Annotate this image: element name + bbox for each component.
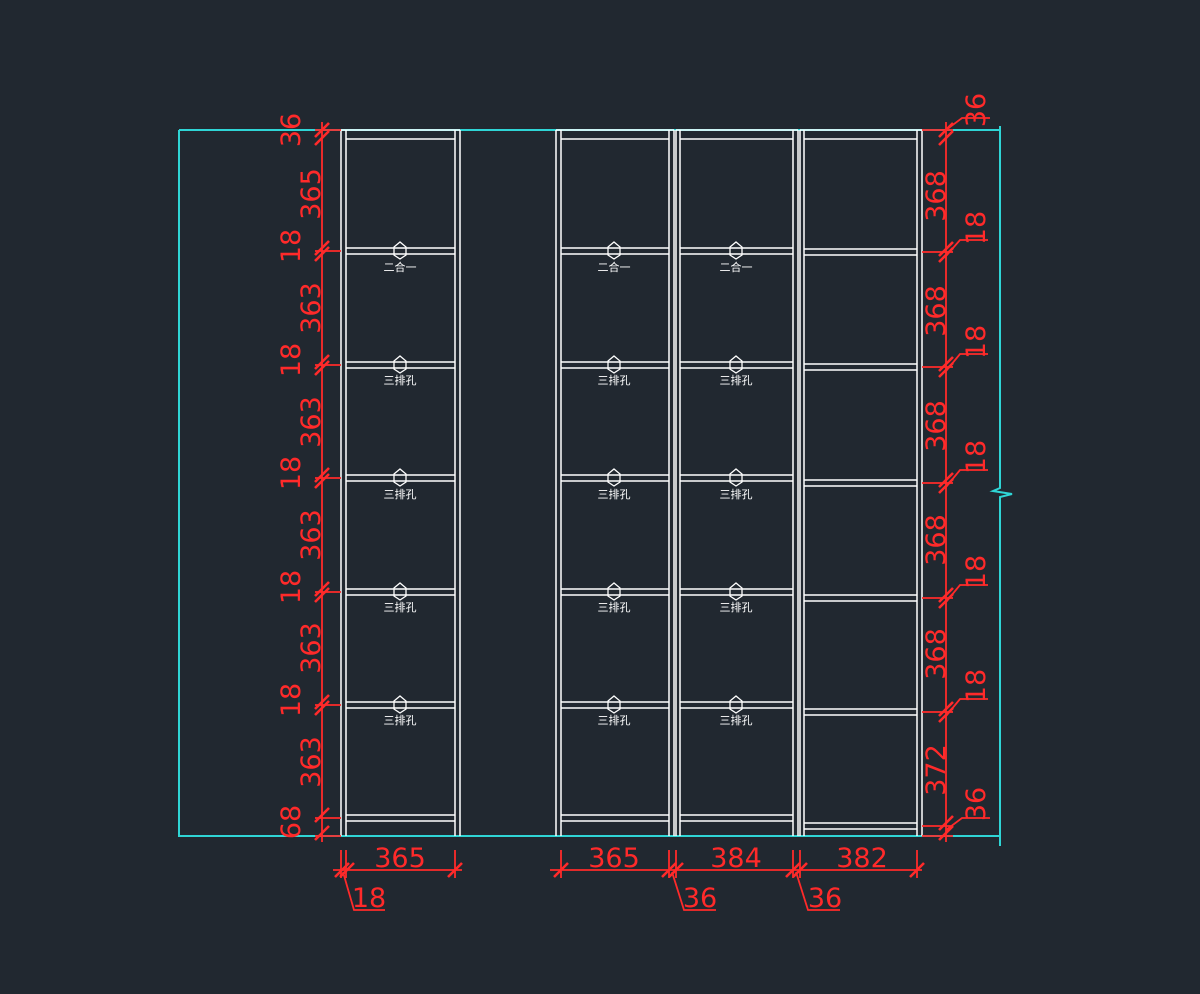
dim-width-cabinet-1: 365	[374, 843, 426, 874]
dim-right-bay: 368	[921, 170, 952, 222]
dim-right-bay: 368	[921, 400, 952, 452]
dim-left-shelf: 18	[276, 570, 307, 604]
cabinet-2	[555, 129, 675, 836]
note-three-row-hole: 三排孔	[720, 713, 753, 727]
note-three-row-hole: 三排孔	[384, 487, 417, 501]
dim-left-bay: 363	[296, 509, 327, 561]
dim-double-panel: 36	[808, 883, 842, 914]
right-dimension-labels: 36 368 18 368 18 368 18 368 18 368 18 37…	[921, 93, 992, 821]
dim-right-shelf: 18	[961, 555, 992, 589]
dim-left-bay: 363	[296, 736, 327, 788]
dim-left-bay: 365	[296, 168, 327, 220]
dim-right-bottom: 36	[961, 787, 992, 821]
hardware-icon	[607, 241, 621, 260]
dim-left-top: 36	[276, 113, 307, 147]
note-three-row-hole: 三排孔	[598, 373, 631, 387]
note-three-row-hole: 三排孔	[598, 713, 631, 727]
dim-right-bay: 368	[921, 628, 952, 680]
break-line	[989, 126, 1013, 846]
dim-right-shelf: 18	[961, 440, 992, 474]
dimension-lines	[314, 117, 990, 911]
hardware-icon	[729, 241, 743, 260]
note-two-in-one: 二合一	[384, 260, 417, 274]
left-dimension-labels: 36 365 18 363 18 363 18 363 18 363 18 36…	[276, 113, 327, 839]
dim-left-bay: 363	[296, 282, 327, 334]
dim-left-shelf: 18	[276, 683, 307, 717]
hardware-markers	[393, 241, 743, 714]
hardware-icon	[607, 468, 621, 487]
hardware-icon	[729, 582, 743, 601]
note-three-row-hole: 三排孔	[598, 600, 631, 614]
hardware-icon	[393, 355, 407, 374]
hardware-notes: 二合一 二合一 二合一 三排孔 三排孔 三排孔 三排孔 三排孔 三排孔 三排孔 …	[384, 260, 753, 727]
dim-left-bay: 363	[296, 622, 327, 674]
dim-right-shelf: 18	[961, 669, 992, 703]
note-two-in-one: 二合一	[720, 260, 753, 274]
bottom-dimension-labels: 365 365 384 382 18 36 36	[352, 843, 888, 914]
dim-left-bottom: 68	[276, 805, 307, 839]
note-three-row-hole: 三排孔	[598, 487, 631, 501]
dim-right-bay: 368	[921, 514, 952, 566]
cabinet-4	[799, 129, 923, 836]
dim-left-shelf: 18	[276, 229, 307, 263]
dim-right-bay: 368	[921, 285, 952, 337]
hardware-icon	[607, 695, 621, 714]
note-two-in-one: 二合一	[598, 260, 631, 274]
hardware-icon	[393, 241, 407, 260]
dim-right-bay: 372	[921, 744, 952, 796]
dim-width-cabinet-4: 382	[836, 843, 888, 874]
hardware-icon	[729, 468, 743, 487]
dim-right-top: 36	[961, 93, 992, 127]
dim-left-shelf: 18	[276, 343, 307, 377]
cabinet-panels	[340, 129, 923, 836]
dim-right-shelf: 18	[961, 325, 992, 359]
dim-double-panel: 36	[683, 883, 717, 914]
hardware-icon	[729, 695, 743, 714]
hardware-icon	[393, 695, 407, 714]
dim-left-shelf: 18	[276, 456, 307, 490]
hardware-icon	[607, 582, 621, 601]
hardware-icon	[393, 468, 407, 487]
cabinet-1	[340, 129, 461, 836]
note-three-row-hole: 三排孔	[384, 373, 417, 387]
dim-width-cabinet-2: 365	[588, 843, 640, 874]
dim-left-bay: 363	[296, 396, 327, 448]
cabinet-3	[675, 129, 799, 836]
hardware-icon	[607, 355, 621, 374]
hardware-icon	[729, 355, 743, 374]
note-three-row-hole: 三排孔	[384, 600, 417, 614]
note-three-row-hole: 三排孔	[384, 713, 417, 727]
hardware-icon	[393, 582, 407, 601]
note-three-row-hole: 三排孔	[720, 487, 753, 501]
note-three-row-hole: 三排孔	[720, 600, 753, 614]
dim-panel-thickness: 18	[352, 883, 386, 914]
note-three-row-hole: 三排孔	[720, 373, 753, 387]
dim-right-shelf: 18	[961, 211, 992, 245]
dim-width-cabinet-3: 384	[710, 843, 762, 874]
